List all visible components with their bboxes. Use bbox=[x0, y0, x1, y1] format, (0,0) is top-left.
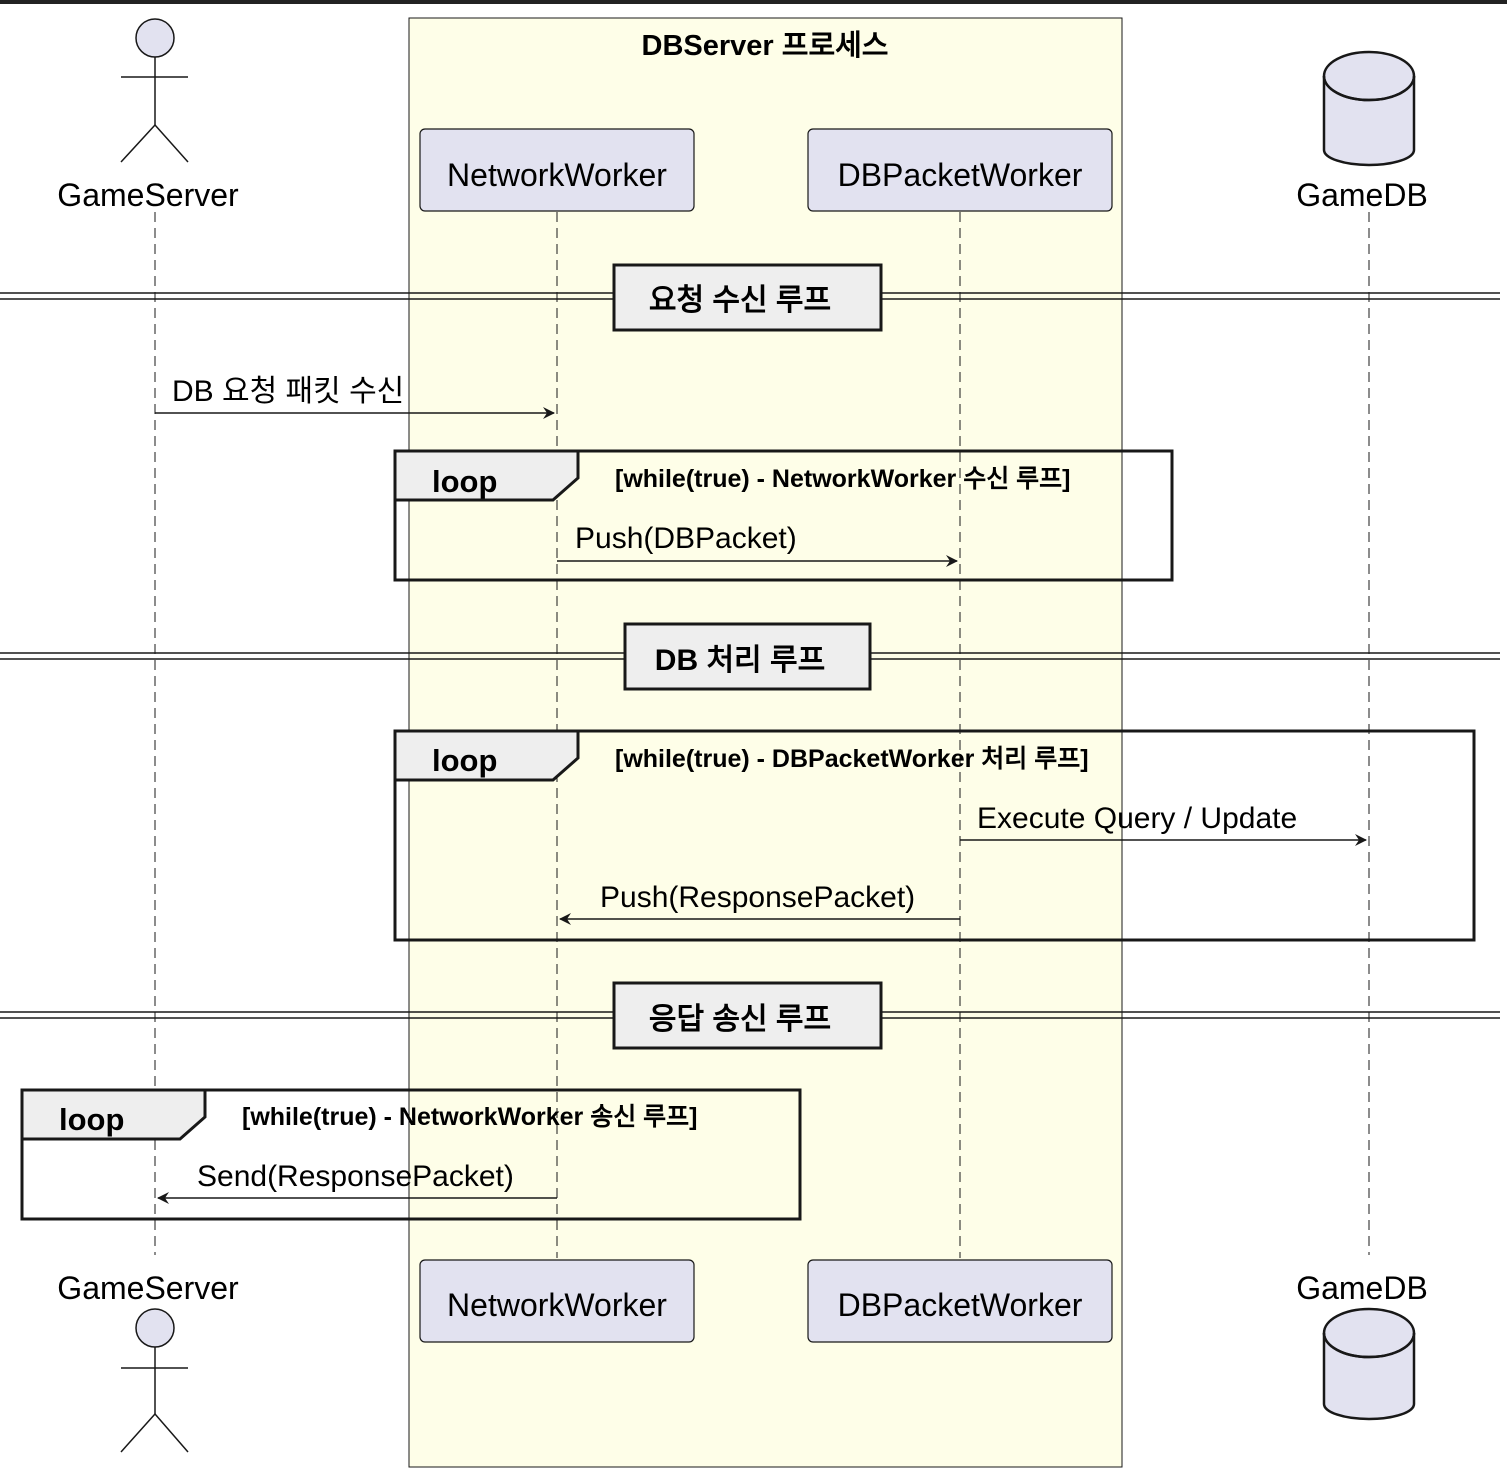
participant-label-db-packet-worker: DBPacketWorker bbox=[838, 1287, 1083, 1323]
participant-db-packet-worker-top: DBPacketWorker bbox=[807, 128, 1113, 212]
lifelines bbox=[154, 212, 1370, 1258]
divider-db-loop: DB 처리 루프 bbox=[0, 622, 1500, 691]
group-title: DBServer 프로세스 bbox=[642, 29, 889, 62]
divider-label: DB 처리 루프 bbox=[655, 644, 825, 677]
actor-icon bbox=[120, 18, 189, 163]
window-top-border bbox=[0, 0, 1507, 4]
message-label: Execute Query / Update bbox=[977, 802, 1297, 835]
participant-label-game-db: GameDB bbox=[1296, 1270, 1428, 1306]
divider-label: 응답 송신 루프 bbox=[649, 1003, 831, 1036]
loop-keyword: loop bbox=[59, 1102, 124, 1137]
message-label: DB 요청 패킷 수신 bbox=[172, 375, 404, 408]
participant-game-db-bottom: GameDB bbox=[1296, 1270, 1428, 1421]
actor-game-server-bottom: GameServer bbox=[57, 1270, 239, 1453]
loop-keyword: loop bbox=[432, 464, 497, 499]
actor-game-server-top: GameServer bbox=[57, 18, 239, 213]
message-send-response: Send(ResponsePacket) bbox=[157, 1160, 557, 1204]
message-execute-query: Execute Query / Update bbox=[960, 802, 1367, 846]
participant-network-worker-bottom: NetworkWorker bbox=[419, 1259, 695, 1343]
message-push-response: Push(ResponsePacket) bbox=[559, 881, 960, 925]
loop-keyword: loop bbox=[432, 743, 497, 778]
message-label: Push(ResponsePacket) bbox=[600, 881, 915, 914]
participant-game-db-top: GameDB bbox=[1296, 50, 1428, 213]
loop-condition: [while(true) - NetworkWorker 수신 루프] bbox=[615, 465, 1070, 493]
message-push-db-packet: Push(DBPacket) bbox=[557, 522, 958, 567]
message-db-request: DB 요청 패킷 수신 bbox=[155, 375, 555, 419]
participant-label-game-server: GameServer bbox=[57, 1270, 239, 1306]
participant-label-game-server: GameServer bbox=[57, 177, 239, 213]
loop-frame-send: loop [while(true) - NetworkWorker 송신 루프] bbox=[20, 1088, 802, 1221]
participant-label-network-worker: NetworkWorker bbox=[447, 157, 667, 193]
participant-label-network-worker: NetworkWorker bbox=[447, 1287, 667, 1323]
participant-network-worker-top: NetworkWorker bbox=[419, 128, 695, 212]
message-label: Push(DBPacket) bbox=[575, 522, 797, 555]
participant-label-game-db: GameDB bbox=[1296, 177, 1428, 213]
divider-send-loop: 응답 송신 루프 bbox=[0, 981, 1500, 1050]
participant-label-db-packet-worker: DBPacketWorker bbox=[838, 157, 1083, 193]
divider-receive-loop: 요청 수신 루프 bbox=[0, 263, 1500, 332]
loop-condition: [while(true) - DBPacketWorker 처리 루프] bbox=[615, 745, 1089, 773]
divider-label: 요청 수신 루프 bbox=[649, 284, 831, 317]
participant-db-packet-worker-bottom: DBPacketWorker bbox=[807, 1259, 1113, 1343]
database-icon bbox=[1322, 50, 1416, 167]
database-icon bbox=[1322, 1307, 1416, 1421]
loop-condition: [while(true) - NetworkWorker 송신 루프] bbox=[242, 1103, 697, 1131]
loop-frame-receive: loop [while(true) - NetworkWorker 수신 루프] bbox=[393, 449, 1174, 582]
message-label: Send(ResponsePacket) bbox=[197, 1160, 514, 1193]
loop-frame-process: loop [while(true) - DBPacketWorker 처리 루프… bbox=[393, 729, 1476, 942]
actor-icon bbox=[120, 1308, 189, 1453]
